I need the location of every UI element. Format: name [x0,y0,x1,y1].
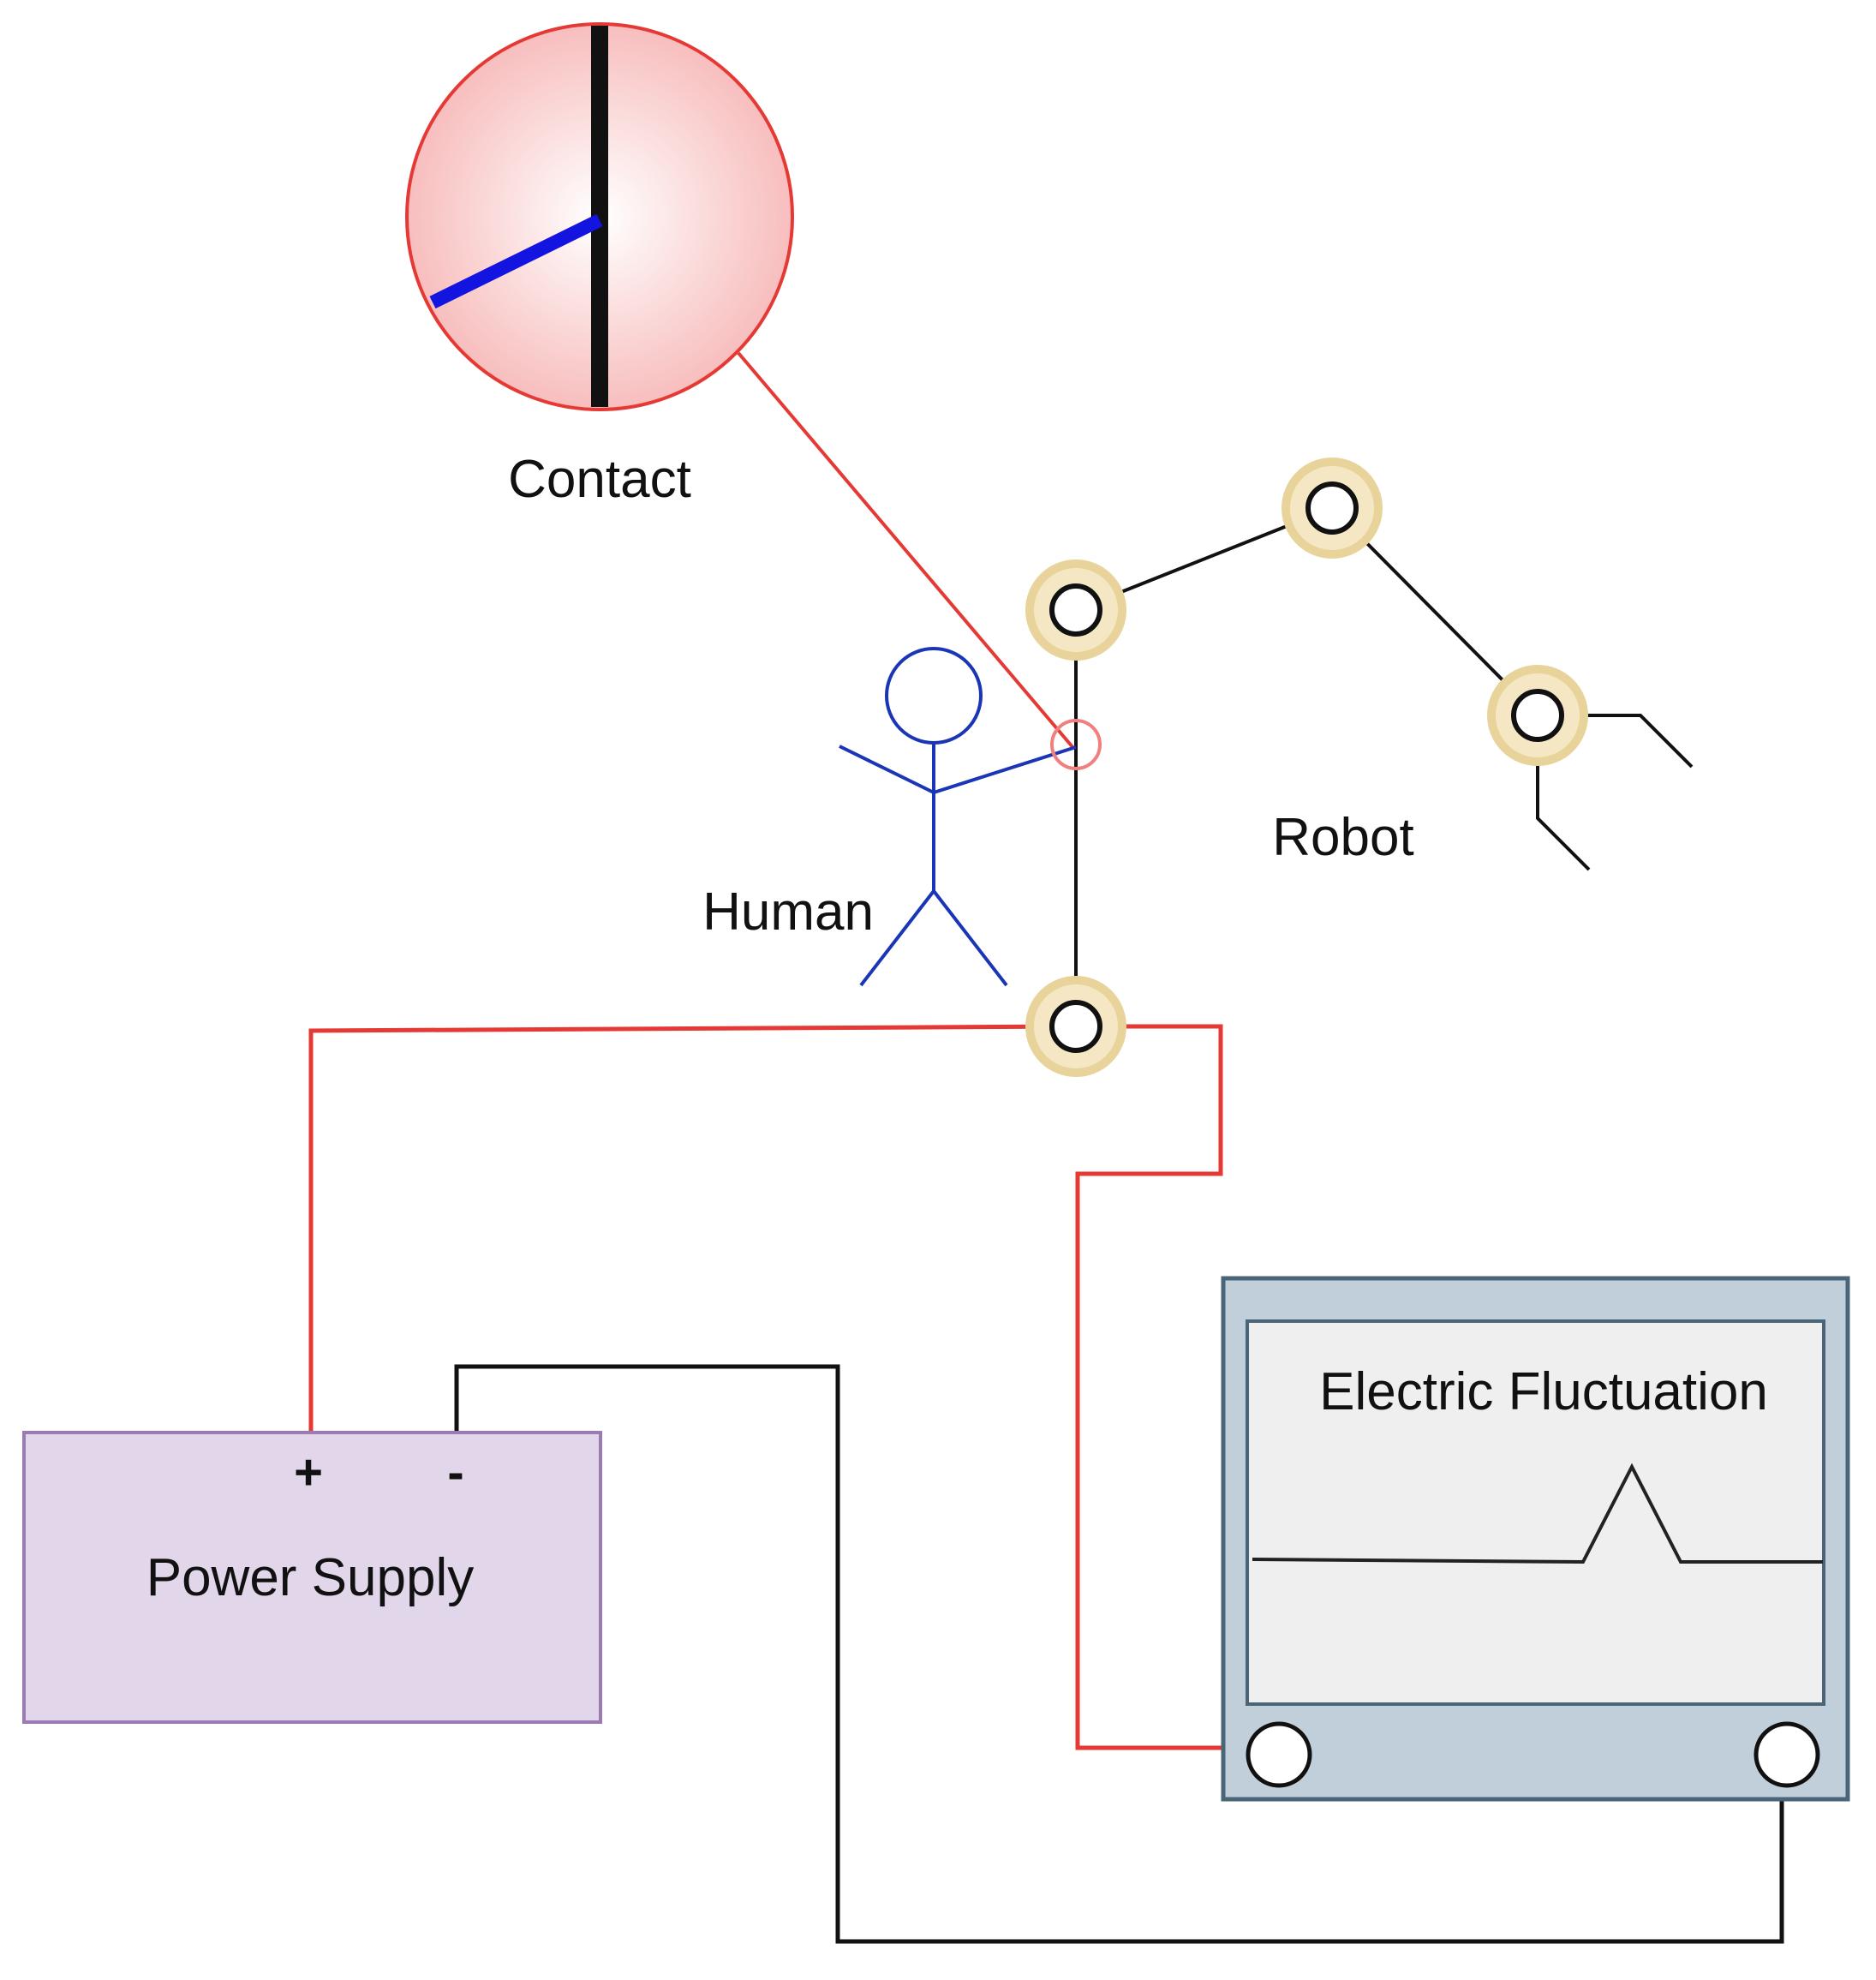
robot-label: Robot [1272,808,1413,867]
monitor-terminal-right [1754,1721,1820,1788]
contact-magnifier [405,22,1075,750]
monitor-screen [1246,1319,1825,1706]
contact-finger-line [429,213,603,309]
robot-joint-2 [1282,458,1383,559]
contact-label: Contact [508,450,691,509]
contact-point-marker [1050,719,1102,770]
monitor-title: Electric Fluctuation [1319,1362,1768,1421]
red-wire-plus [308,1024,1077,1431]
robot-joint-1 [1025,559,1126,661]
plus-terminal-label: + [294,1445,323,1500]
robot-base-joint [1025,976,1126,1077]
minus-terminal-label: - [447,1445,463,1500]
contact-pointer-line [737,351,1075,750]
black-wire-minus [454,1364,1784,1944]
power-supply-box [22,1431,602,1724]
wiring [308,1024,1784,1944]
monitor-device [1221,1276,1850,1802]
signal-waveform [1252,1463,1823,1564]
red-wire-monitor [1075,1024,1268,1750]
stick-figure-icon [839,647,1077,987]
robot-arm [1074,506,1694,1024]
human-label: Human [702,882,874,942]
robot-joint-3 [1487,665,1588,766]
monitor-terminal-left [1246,1721,1312,1788]
power-supply-label: Power Supply [146,1548,475,1607]
